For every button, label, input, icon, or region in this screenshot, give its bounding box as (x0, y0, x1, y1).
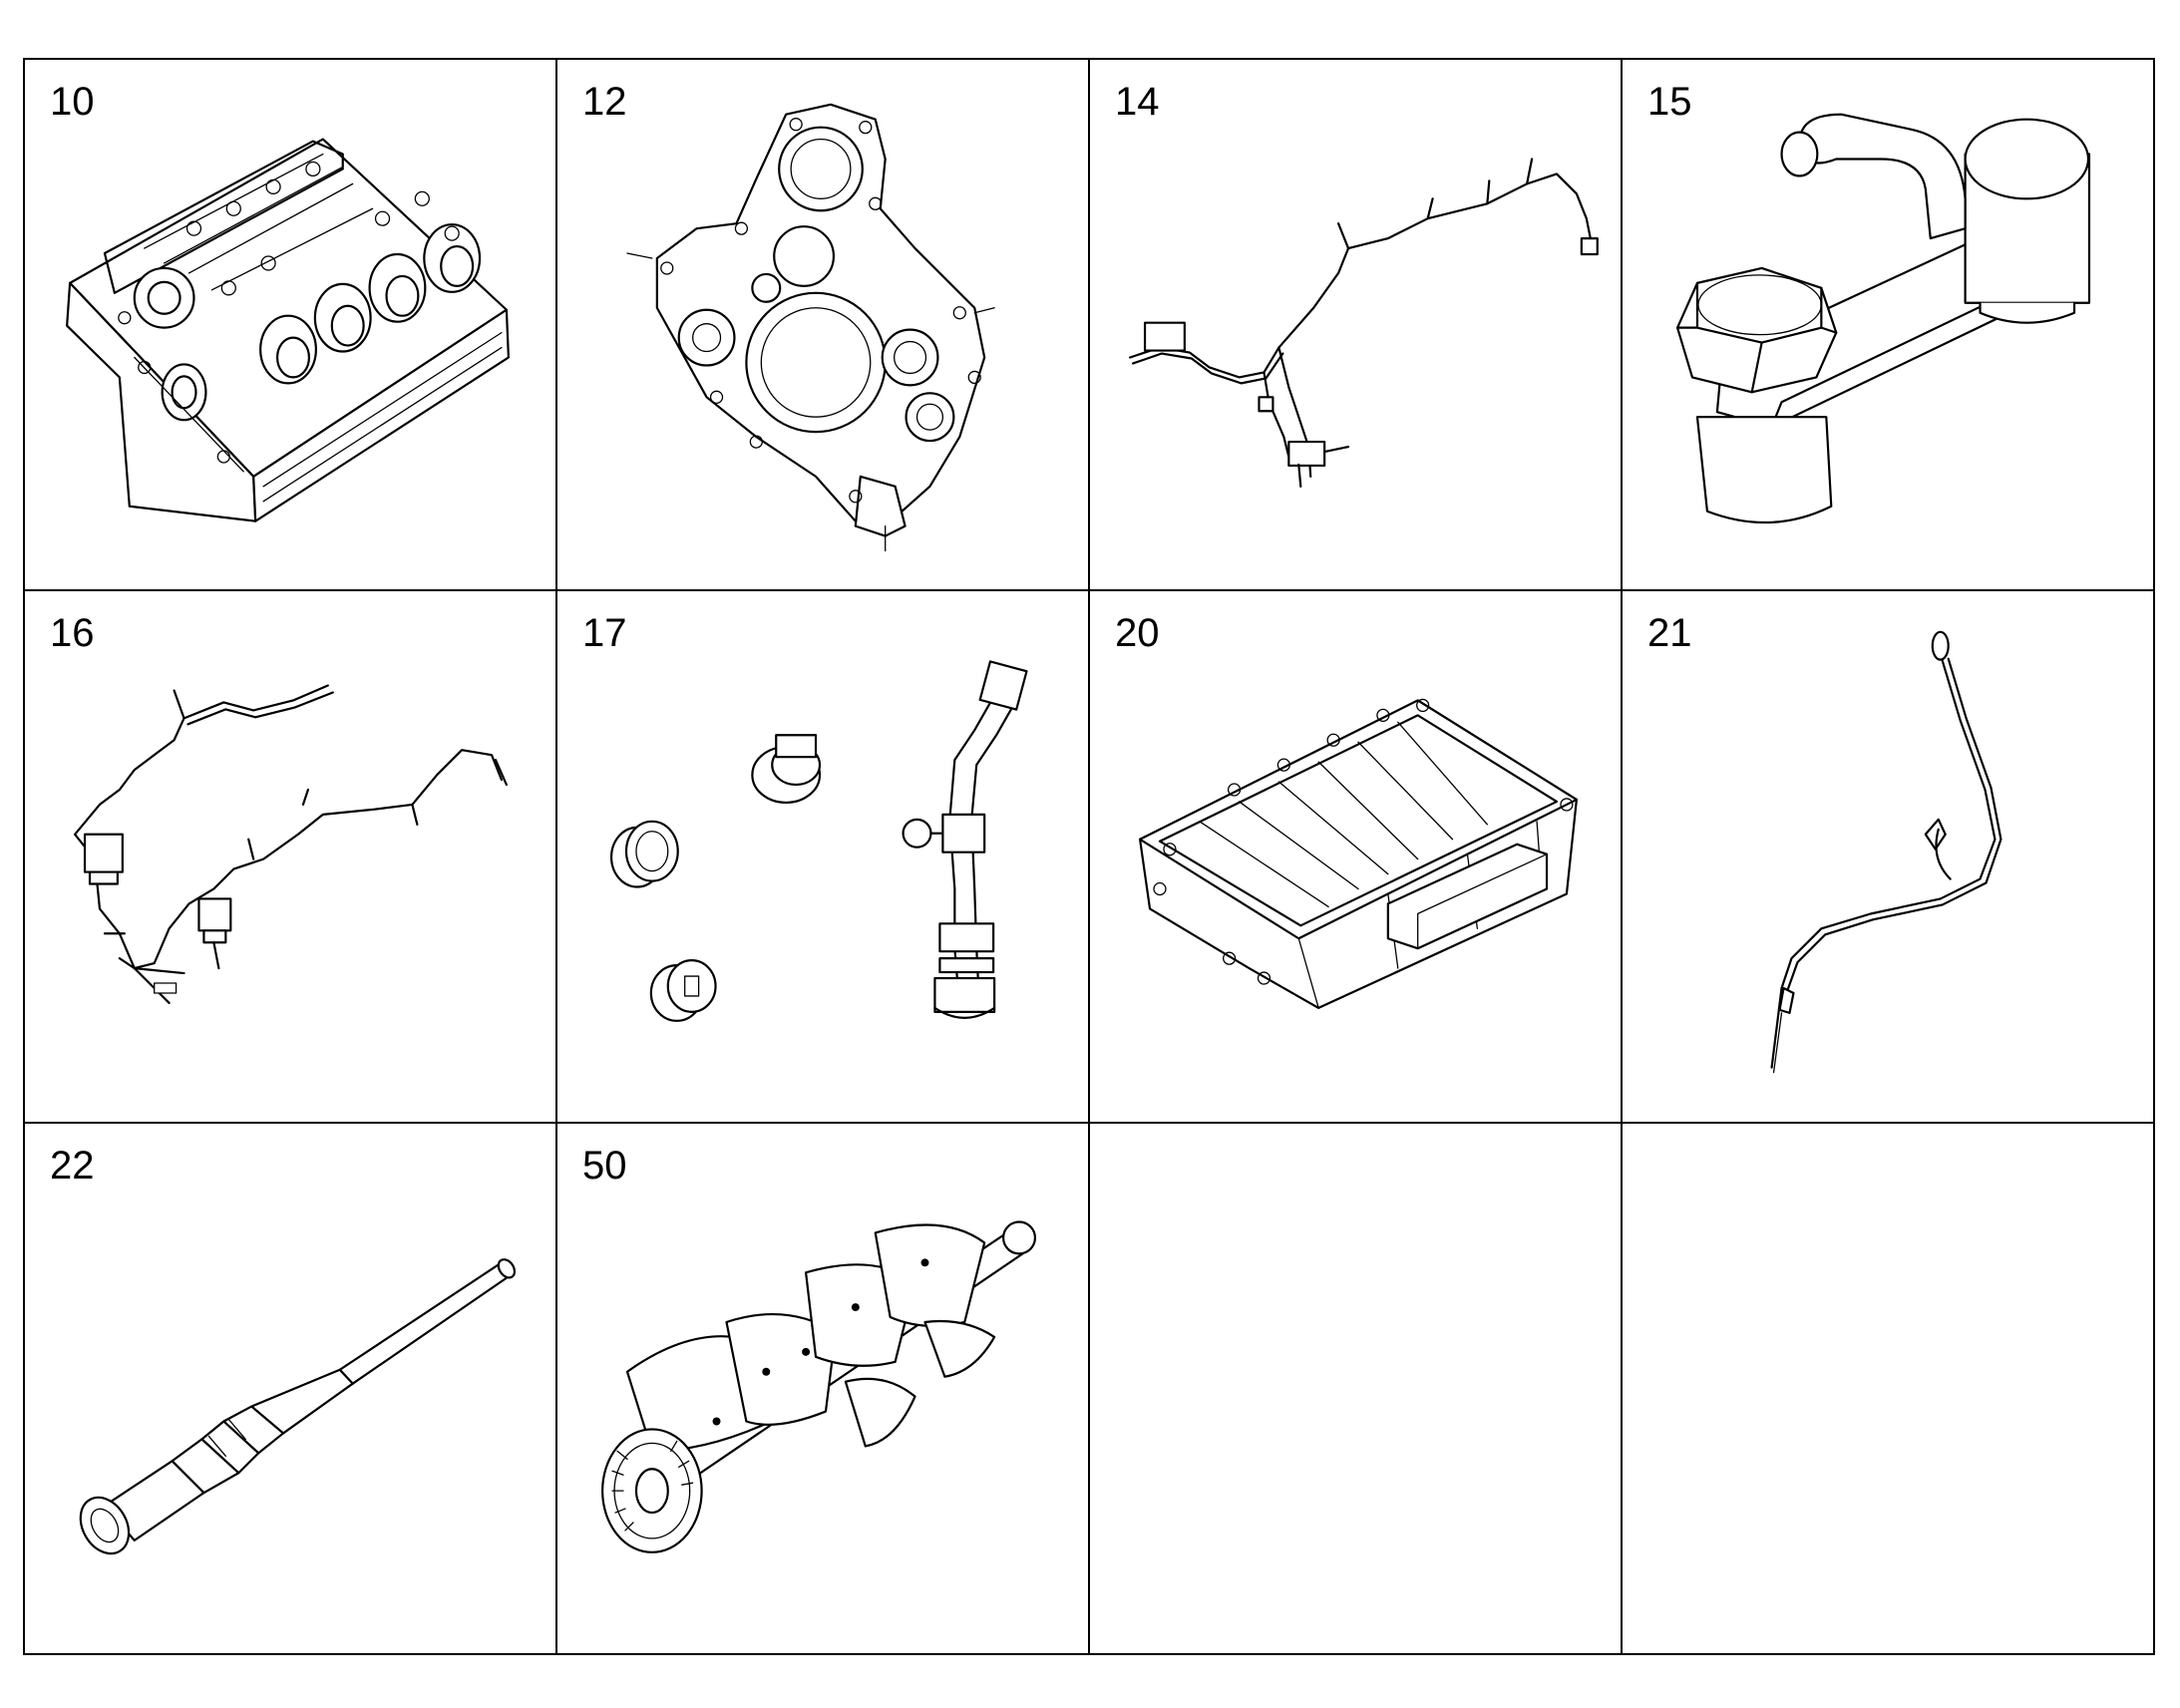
part-cell-50[interactable]: 50 (557, 1123, 1090, 1655)
part-cell-17[interactable]: 17 (557, 591, 1090, 1124)
part-number: 15 (1647, 80, 1692, 124)
part-cell-22[interactable]: 22 (25, 1123, 557, 1655)
part-cell-12[interactable]: 12 (557, 60, 1090, 592)
sensor-harness-icon (73, 684, 509, 1005)
part-cell-15[interactable]: 15 (1623, 60, 2155, 592)
wiring-harness-icon (1129, 158, 1599, 488)
part-cell-14[interactable]: 14 (1090, 60, 1623, 592)
part-number: 14 (1115, 80, 1160, 124)
part-cell-21[interactable]: 21 (1623, 591, 2155, 1124)
crankshaft-icon (601, 1220, 1037, 1553)
part-number: 12 (582, 80, 627, 124)
empty-cell (1623, 1123, 2155, 1655)
dipstick-icon (1770, 631, 2002, 1074)
part-number: 20 (1115, 611, 1160, 656)
part-number: 17 (582, 611, 627, 656)
part-number: 22 (50, 1143, 95, 1188)
part-number: 21 (1647, 611, 1692, 656)
part-cell-10[interactable]: 10 (25, 60, 557, 592)
plugs-and-pipe-icon (609, 660, 1028, 1023)
empty-cell (1090, 1123, 1623, 1655)
timing-case-cover-icon (626, 103, 995, 552)
heater-plug-icon (79, 1257, 517, 1554)
oil-filter-housing-icon (1675, 113, 2091, 524)
part-number: 50 (582, 1143, 627, 1188)
oil-pan-icon (1138, 699, 1578, 1010)
part-number: 10 (50, 80, 95, 124)
part-number: 16 (50, 611, 95, 656)
part-cell-16[interactable]: 16 (25, 591, 557, 1124)
parts-grid: 10 12 (23, 58, 2155, 1655)
part-cell-20[interactable]: 20 (1090, 591, 1623, 1124)
engine-block-icon (66, 138, 510, 522)
